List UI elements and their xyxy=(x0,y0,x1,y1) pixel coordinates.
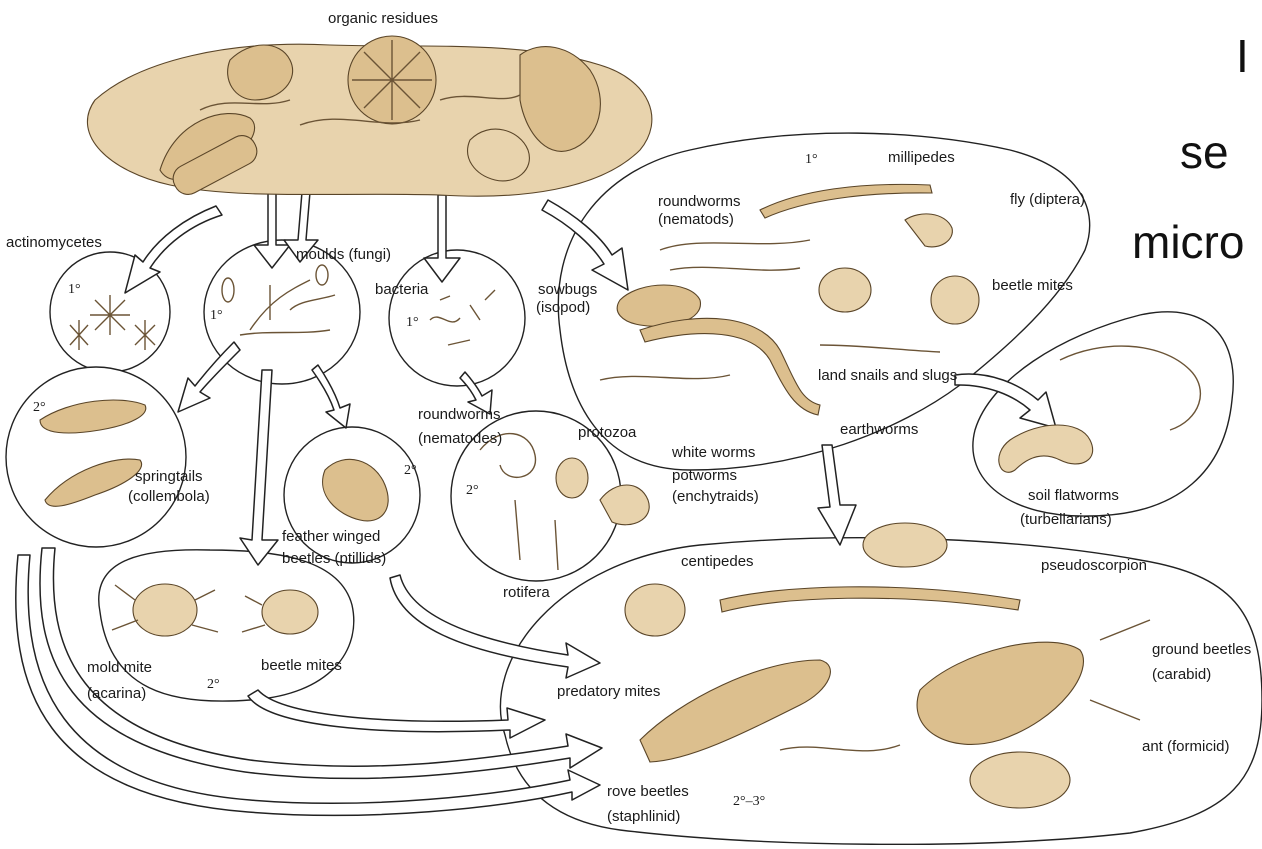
label-roundworms-mid-2: (nematodes) xyxy=(418,430,502,447)
label-fly: fly (diptera) xyxy=(1010,191,1085,208)
order-moulds: 1° xyxy=(210,308,223,323)
label-roundworms-mid: roundworms xyxy=(418,406,501,423)
order-protozoa: 2° xyxy=(466,483,479,498)
label-roundworms-top-2: (nematods) xyxy=(658,211,734,228)
arrow-to-actinomycetes xyxy=(125,206,222,293)
organic-residues-illustration xyxy=(87,36,651,199)
label-sowbugs: sowbugs xyxy=(538,281,597,298)
arrow-earthworms-to-predators xyxy=(818,445,856,545)
order-predators: 2°–3° xyxy=(733,794,765,809)
label-millipedes: millipedes xyxy=(888,149,955,166)
arrow-moulds-to-springtails xyxy=(178,342,240,412)
label-white-worms: white worms xyxy=(671,444,755,461)
order-actinomycetes: 1° xyxy=(68,282,81,297)
label-springtails: springtails xyxy=(135,468,203,485)
label-white-worms-2: potworms xyxy=(672,467,737,484)
arrow-moulds-to-mites xyxy=(240,370,278,565)
label-beetle-mites-bottom: beetle mites xyxy=(261,657,342,674)
label-organic-residues: organic residues xyxy=(328,10,438,27)
side-heading: I se micro xyxy=(1132,30,1249,268)
label-feather-winged: feather winged xyxy=(282,528,380,545)
label-mold-mite-2: (acarina) xyxy=(87,685,146,702)
label-rove-beetles-2: (staphlinid) xyxy=(607,808,680,825)
label-ground-beetles-2: (carabid) xyxy=(1152,666,1211,683)
label-predatory-mites: predatory mites xyxy=(557,683,660,700)
order-millipedes: 1° xyxy=(805,152,818,167)
label-pseudoscorpion: pseudoscorpion xyxy=(1041,557,1147,574)
label-ant: ant (formicid) xyxy=(1142,738,1230,755)
label-beetle-mites-top: beetle mites xyxy=(992,277,1073,294)
springtails-circle xyxy=(6,367,186,547)
label-feather-winged-2: beetles (ptillids) xyxy=(282,550,386,567)
label-moulds: moulds (fungi) xyxy=(296,246,391,263)
label-protozoa: protozoa xyxy=(578,424,637,441)
label-springtails-2: (collembola) xyxy=(128,488,210,505)
label-sowbugs-2: (isopod) xyxy=(536,299,590,316)
order-feather: 2° xyxy=(404,463,417,478)
label-soil-flatworms-2: (turbellarians) xyxy=(1020,511,1112,528)
label-actinomycetes: actinomycetes xyxy=(6,234,102,251)
side-heading-line-1: I xyxy=(1236,30,1249,82)
label-centipedes: centipedes xyxy=(681,553,754,570)
label-earthworms: earthworms xyxy=(840,421,918,438)
order-mites: 2° xyxy=(207,677,220,692)
order-springtails: 2° xyxy=(33,400,46,415)
order-bacteria: 1° xyxy=(406,315,419,330)
side-heading-line-2: se xyxy=(1180,126,1229,178)
label-bacteria: bacteria xyxy=(375,281,429,298)
label-rotifera: rotifera xyxy=(503,584,550,601)
label-soil-flatworms: soil flatworms xyxy=(1028,487,1119,504)
label-white-worms-3: (enchytraids) xyxy=(672,488,759,505)
label-ground-beetles: ground beetles xyxy=(1152,641,1251,658)
label-roundworms-top: roundworms xyxy=(658,193,741,210)
label-mold-mite: mold mite xyxy=(87,659,152,676)
label-rove-beetles: rove beetles xyxy=(607,783,689,800)
label-land-snails: land snails and slugs xyxy=(818,367,957,384)
side-heading-line-3: micro xyxy=(1132,216,1244,268)
arrow-moulds-to-feather xyxy=(312,365,350,428)
mites-outline xyxy=(99,550,354,701)
